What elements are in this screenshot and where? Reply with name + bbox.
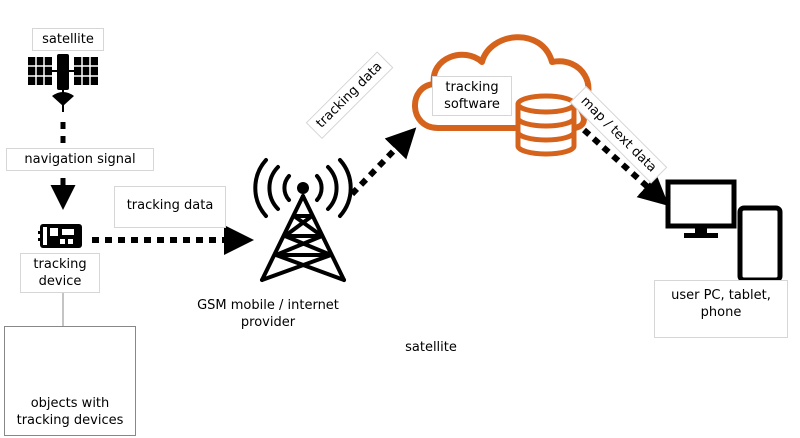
tracking-data-horizontal-label: tracking data xyxy=(114,186,226,228)
tracking-software-label: tracking software xyxy=(432,76,512,116)
radio-tower-icon xyxy=(253,158,353,282)
phone-icon xyxy=(737,205,783,283)
satellite-icon xyxy=(28,54,98,112)
tracking-device-label: tracking device xyxy=(20,253,100,293)
tracking-data-arrow-diagonal xyxy=(349,127,417,197)
user-devices-label: user PC, tablet, phone xyxy=(654,280,788,338)
database-icon xyxy=(515,93,577,157)
satellite-bottom-label: satellite xyxy=(405,340,457,355)
map-text-data-arrow xyxy=(581,127,669,207)
gps-tracker-chip-icon xyxy=(38,224,82,248)
satellite-top-label: satellite xyxy=(32,28,104,51)
navigation-signal-label: navigation signal xyxy=(6,148,154,171)
objects-label: objects with tracking devices xyxy=(8,392,132,432)
gsm-provider-label: GSM mobile / internet provider xyxy=(190,294,346,342)
monitor-icon xyxy=(665,179,737,238)
